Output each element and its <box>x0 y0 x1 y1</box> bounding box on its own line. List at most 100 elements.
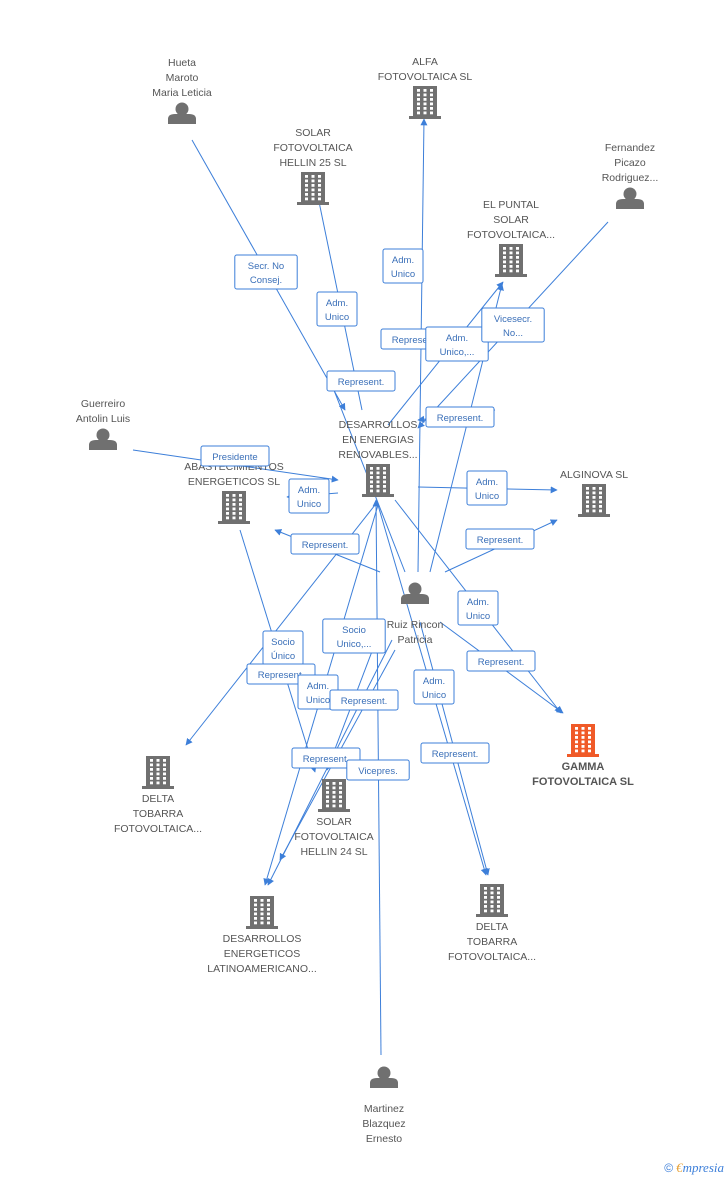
edge-label-text: Unico <box>475 491 499 502</box>
building-icon <box>476 884 508 917</box>
edge-label[interactable]: Adm.Unico <box>457 590 499 626</box>
node-label: ENERGETICOS SL <box>188 476 280 488</box>
building-icon <box>578 484 610 517</box>
edge-label-text: Adm. <box>307 681 329 692</box>
edge-label[interactable]: Represent. <box>326 370 396 392</box>
edge-label[interactable]: Represent. <box>465 528 535 550</box>
edge-label-text: Vicepres. <box>358 766 397 777</box>
node-label: Maroto <box>166 72 199 84</box>
node-label: FOTOVOLTAICA SL <box>532 776 634 788</box>
building-icon <box>362 464 394 497</box>
node-label: FOTOVOLTAICA... <box>448 951 536 963</box>
node-label: HELLIN 25 SL <box>279 157 346 169</box>
edge-label-text: Represent. <box>477 535 523 546</box>
node-label: DELTA <box>142 793 174 805</box>
node-label: Antolin Luis <box>76 413 130 425</box>
building-icon <box>297 172 329 205</box>
edge-label-text: Represent. <box>437 413 483 424</box>
edge-label[interactable]: Presidente <box>200 445 270 467</box>
edge-label-text: Represent. <box>338 377 384 388</box>
node-label: SOLAR <box>493 214 529 226</box>
node-desla[interactable]: DESARROLLOSENERGETICOSLATINOAMERICANO... <box>207 896 317 975</box>
edge-label[interactable]: Vicepres. <box>346 759 410 781</box>
edge-label[interactable]: Represent. <box>420 742 490 764</box>
node-alginova[interactable]: ALGINOVA SL <box>560 469 628 517</box>
edge-label-text: Secr. No <box>248 261 284 272</box>
edge-label[interactable]: Represent. <box>290 533 360 555</box>
node-label: TOBARRA <box>467 936 518 948</box>
node-delta2[interactable]: DELTA TOBARRA FOTOVOLTAICA... <box>448 884 536 963</box>
node-label: FOTOVOLTAICA... <box>114 823 202 835</box>
node-label: SOLAR <box>316 816 352 828</box>
person-icon <box>89 428 117 450</box>
node-label: Maria Leticia <box>152 87 212 99</box>
node-label: Patricia <box>397 634 432 646</box>
edge-label-text: Adm. <box>423 676 445 687</box>
person-icon <box>168 102 196 124</box>
edge-label-text: Adm. <box>298 485 320 496</box>
node-label: DELTA <box>476 921 508 933</box>
node-puntal[interactable]: EL PUNTAL SOLAR FOTOVOLTAICA... <box>467 199 555 277</box>
edge-label[interactable]: Adm.Unico <box>288 478 330 514</box>
node-fernandez[interactable]: FernandezPicazoRodriguez... <box>602 142 659 209</box>
edge-label-text: Vicesecr. <box>494 314 532 325</box>
edge-label[interactable]: Adm.Unico,... <box>425 326 489 362</box>
edge-label[interactable]: Adm. Unico <box>297 674 339 710</box>
edge-label-text: Unico <box>391 269 415 280</box>
building-icon <box>318 779 350 812</box>
edge-label-text: Presidente <box>212 452 257 463</box>
brand-logo[interactable]: €mpresia <box>676 1160 724 1175</box>
edge-label-text: Adm. <box>476 477 498 488</box>
edge-label[interactable]: Represent. <box>466 650 536 672</box>
node-label: EL PUNTAL <box>483 199 539 211</box>
edge-label-text: Unico <box>325 312 349 323</box>
node-label: FOTOVOLTAICA <box>273 142 352 154</box>
node-label: RENOVABLES... <box>338 449 417 461</box>
node-label: Rodriguez... <box>602 172 659 184</box>
edge-label[interactable]: Vicesecr. No... <box>481 307 545 343</box>
edge-label-text: Único <box>271 651 295 662</box>
node-label: Ernesto <box>366 1133 402 1145</box>
edge-label-text: Socio <box>342 625 366 636</box>
edge-label-text: Represent. <box>258 670 304 681</box>
edge-label[interactable]: Represent. <box>425 406 495 428</box>
edge-label-text: Represent. <box>341 696 387 707</box>
edge-label-text: Adm. <box>467 597 489 608</box>
person-icon <box>370 1066 398 1088</box>
node-label: TOBARRA <box>133 808 184 820</box>
edges-layer <box>132 118 609 1056</box>
node-label: Ruiz Rincon <box>387 619 444 631</box>
edge-label-text: Adm. <box>392 255 414 266</box>
building-icon <box>218 491 250 524</box>
edge-label[interactable]: Represent. <box>291 747 361 769</box>
edge-label[interactable]: Adm. Unico <box>382 248 424 284</box>
node-label: HELLIN 24 SL <box>300 846 367 858</box>
edge-label-text: Unico <box>306 695 330 706</box>
edge-label[interactable]: Adm.Unico <box>316 291 358 327</box>
node-label: DESARROLLOS <box>339 419 418 431</box>
footer-brand: ©€mpresia <box>664 1160 724 1176</box>
edge-label[interactable]: Adm. Unico <box>466 470 508 506</box>
building-icon <box>246 896 278 929</box>
edge-label[interactable]: SocioUnico,... <box>322 618 386 654</box>
edge-label[interactable]: Adm.Unico <box>413 669 455 705</box>
edge-label[interactable]: Represent. <box>329 689 399 711</box>
node-label: FOTOVOLTAICA... <box>467 229 555 241</box>
edge-label-text: No... <box>503 328 523 339</box>
node-label: FOTOVOLTAICA SL <box>378 71 473 83</box>
node-delta1[interactable]: DELTA TOBARRA FOTOVOLTAICA... <box>114 756 202 835</box>
